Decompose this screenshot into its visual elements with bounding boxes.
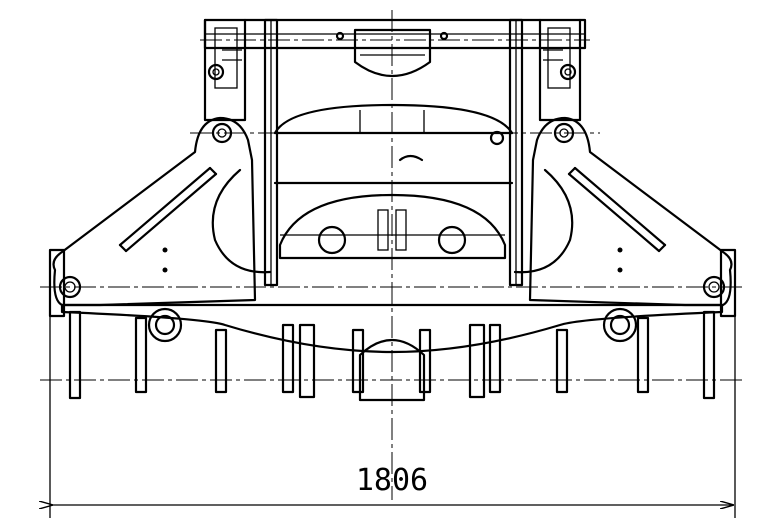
top-crossbeam xyxy=(203,18,587,78)
central-body xyxy=(211,103,574,274)
overall-width-label: 1806 xyxy=(356,463,428,498)
overall-width-dimension: 1806 xyxy=(50,316,736,518)
left-arm xyxy=(48,116,257,318)
right-upper-bracket xyxy=(538,18,582,122)
left-upper-bracket xyxy=(203,18,247,122)
vertical-posts xyxy=(263,18,524,287)
lower-beam xyxy=(60,303,724,402)
right-arm xyxy=(528,116,737,318)
tines xyxy=(68,310,716,400)
centerlines xyxy=(40,10,745,500)
